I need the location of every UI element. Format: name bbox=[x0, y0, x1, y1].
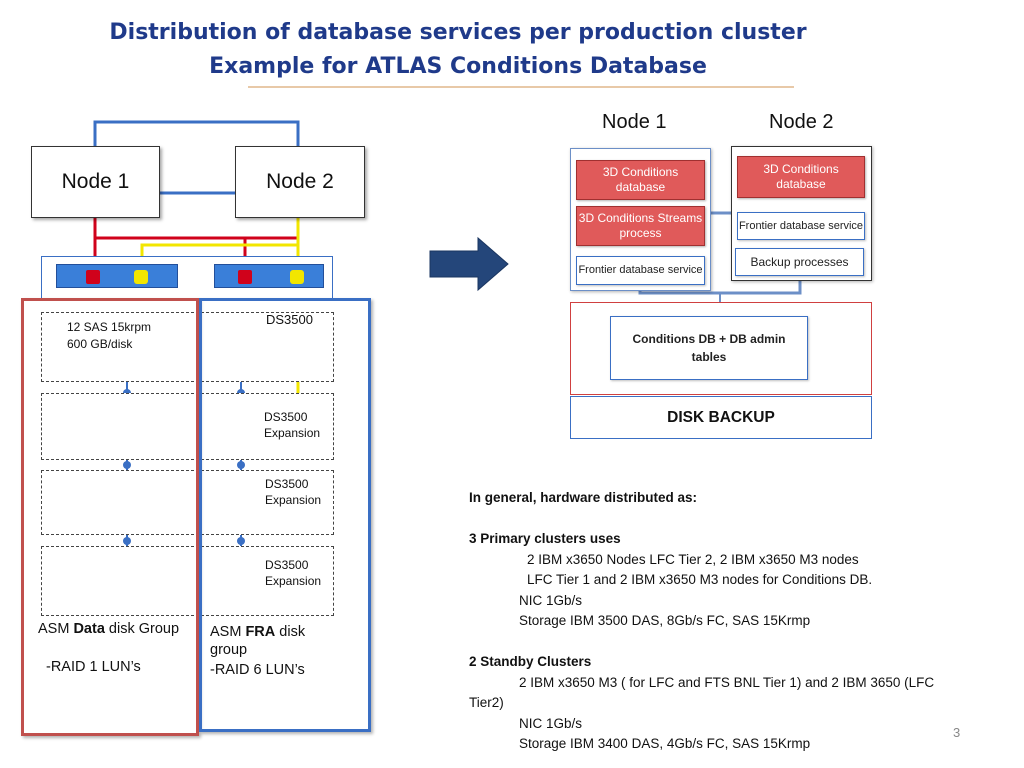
slide-title-line2: Example for ATLAS Conditions Database bbox=[209, 54, 707, 79]
text-spacer-2 bbox=[469, 632, 999, 653]
text-primary-nodes: 2 IBM x3650 Nodes LFC Tier 2, 2 IBM x365… bbox=[527, 551, 859, 567]
disk-info-line2: 600 GB/disk bbox=[67, 337, 133, 351]
asm-fra-label: ASM FRA disk group bbox=[210, 623, 345, 659]
ds3500-shelf bbox=[41, 312, 334, 382]
ds3500-expansion-shelf-3 bbox=[41, 546, 334, 616]
asm-data-prefix: ASM bbox=[38, 621, 74, 637]
node2-frontier-service: Frontier database service bbox=[737, 212, 865, 240]
node1-frontier-service: Frontier database service bbox=[576, 256, 705, 285]
asm-fra-suffix: disk group bbox=[210, 624, 306, 658]
conditions-db-admin-tables: Conditions DB + DB admin tables bbox=[610, 316, 808, 380]
slide-title-line1: Distribution of database services per pr… bbox=[109, 20, 807, 45]
text-standby-nic: NIC 1Gb/s bbox=[519, 715, 583, 731]
text-standby-nodes-cont: Tier2) bbox=[469, 695, 504, 710]
asm-fra-prefix: ASM bbox=[210, 624, 246, 640]
asm-data-group-outline bbox=[21, 298, 199, 736]
yellow-port-1 bbox=[134, 270, 148, 284]
ds3500-expansion-shelf-1 bbox=[41, 393, 334, 460]
transition-arrow bbox=[429, 236, 509, 292]
asm-data-raid: -RAID 1 LUN’s bbox=[46, 659, 141, 675]
title-underline bbox=[248, 86, 794, 88]
text-primary-storage: Storage IBM 3500 DAS, 8Gb/s FC, SAS 15Kr… bbox=[519, 613, 811, 628]
page-number: 3 bbox=[953, 725, 961, 740]
controller-a bbox=[56, 264, 178, 288]
left-node1-box: Node 1 bbox=[31, 146, 160, 218]
asm-fra-bold: FRA bbox=[245, 624, 276, 640]
node1-streams-process: 3D Conditions Streams process bbox=[576, 206, 705, 246]
asm-data-label: ASM Data disk Group bbox=[38, 620, 188, 638]
ds3500-expansion-shelf-2 bbox=[41, 470, 334, 535]
text-intro: In general, hardware distributed as: bbox=[469, 490, 698, 505]
asm-data-bold: Data bbox=[73, 621, 105, 637]
right-node1-header: Node 1 bbox=[602, 111, 667, 133]
text-spacer-1 bbox=[469, 509, 999, 530]
ds3500-expansion-label-3: DS3500 Expansion bbox=[265, 558, 322, 588]
ds3500-label: DS3500 bbox=[266, 312, 313, 327]
hardware-text: In general, hardware distributed as: 3 P… bbox=[469, 488, 999, 755]
red-port-2 bbox=[238, 270, 252, 284]
text-primary-nodes-cont: LFC Tier 1 and 2 IBM x3650 M3 nodes for … bbox=[527, 572, 873, 587]
asm-fra-group-outline bbox=[199, 298, 371, 732]
disk-info-line1: 12 SAS 15krpm bbox=[67, 320, 152, 334]
yellow-port-2 bbox=[290, 270, 304, 284]
ds3500-expansion-label-2: DS3500 Expansion bbox=[265, 477, 322, 507]
node2-backup-processes: Backup processes bbox=[735, 248, 864, 276]
text-primary-heading: 3 Primary clusters uses bbox=[469, 531, 621, 546]
left-node2-box: Node 2 bbox=[235, 146, 365, 218]
node1-conditions-database: 3D Conditions database bbox=[576, 160, 705, 200]
text-primary-nic: NIC 1Gb/s bbox=[519, 592, 583, 608]
red-port-1 bbox=[86, 270, 100, 284]
ds3500-expansion-label-1: DS3500 Expansion bbox=[264, 410, 321, 440]
disk-backup-box: DISK BACKUP bbox=[570, 396, 872, 439]
asm-fra-raid: -RAID 6 LUN’s bbox=[210, 662, 305, 678]
text-standby-storage: Storage IBM 3400 DAS, 4Gb/s FC, SAS 15Kr… bbox=[519, 736, 811, 751]
right-node2-header: Node 2 bbox=[769, 111, 834, 133]
text-standby-nodes: 2 IBM x3650 M3 ( for LFC and FTS BNL Tie… bbox=[519, 674, 935, 690]
text-standby-heading: 2 Standby Clusters bbox=[469, 654, 592, 669]
asm-data-suffix: disk Group bbox=[104, 621, 180, 637]
node2-conditions-database: 3D Conditions database bbox=[737, 156, 865, 198]
controller-b bbox=[214, 264, 324, 288]
